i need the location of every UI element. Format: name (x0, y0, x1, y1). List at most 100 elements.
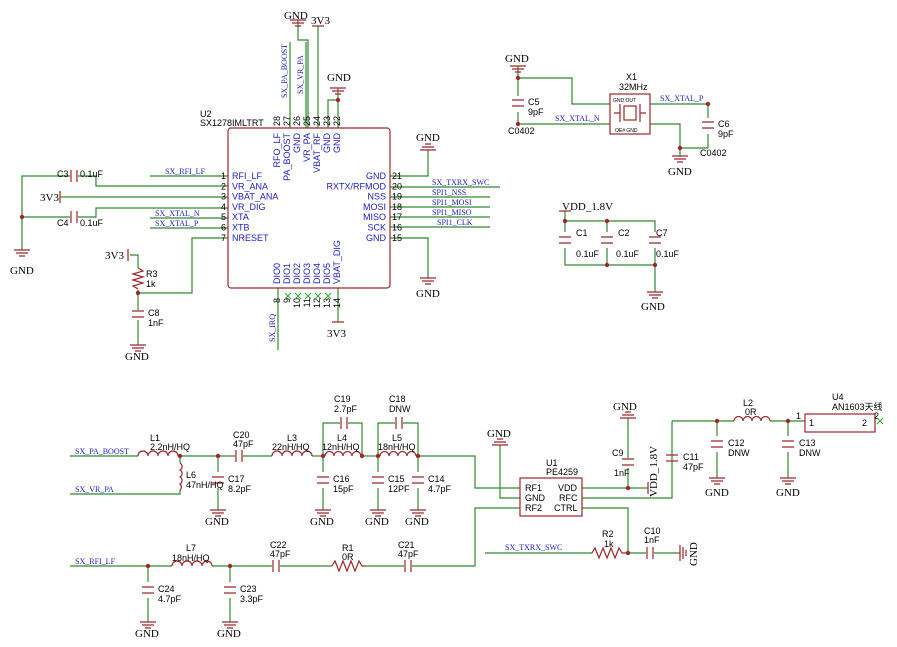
gnd-c17: GND (205, 509, 229, 528)
cap-c3: C3 0.1uF (57, 169, 104, 182)
svg-text:GND: GND (10, 265, 34, 277)
cap-c19: C19 2.7pF (334, 394, 358, 429)
svg-text:GND: GND (365, 516, 389, 528)
svg-text:R1: R1 (342, 543, 354, 553)
u2-top-pins: RFO_LF28PA_BOOST27GND26VR_PA25VBAT_RF24G… (272, 116, 342, 181)
x1-pins-bottom: OE# GND (615, 128, 638, 134)
v3v3-left: 3V3 (40, 191, 61, 204)
u2-pin-number: 17 (392, 212, 402, 222)
u2-pin-name: VBAT_ANA (232, 192, 278, 202)
u2-left-pins: RFI_LF1VR_ANA2VBAT_ANA3VR_DIG4XTA5XTB6NR… (221, 171, 278, 243)
cap-c20: C20 47pF (233, 430, 254, 462)
u2-pin-number: 24 (312, 116, 322, 126)
svg-text:C15: C15 (388, 474, 405, 484)
wire-gnd-left (21, 175, 70, 250)
cap-c4: C4 0.1uF (57, 211, 104, 228)
inductor-l1: L1 2.2nH/HQ (137, 433, 190, 457)
svg-text:8.2pF: 8.2pF (228, 484, 252, 494)
svg-text:L2: L2 (743, 398, 753, 408)
svg-text:GND: GND (310, 516, 334, 528)
x1-pins-top: GND OUT (613, 98, 636, 104)
svg-text:15pF: 15pF (333, 484, 354, 494)
u2-pin-number: 22 (332, 116, 342, 126)
u2-pin-number: 28 (272, 116, 282, 126)
cap-c10: C10 1nF (644, 526, 661, 559)
u2-pin-name: DIO1 (282, 263, 292, 284)
svg-text:0.1uF: 0.1uF (80, 218, 104, 228)
u2-pin-number: 2 (221, 181, 226, 191)
cap-c22: C22 47pF (270, 540, 291, 572)
net-label-pa-boost: SX_PA_BOOST (75, 447, 129, 456)
u2-pin-number: 18 (392, 202, 402, 212)
net-label-vr-pa-top: SX_VR_PA (296, 55, 305, 94)
svg-text:DNW: DNW (799, 448, 821, 458)
gnd-c8: GND (125, 344, 149, 363)
svg-text:C22: C22 (270, 540, 287, 550)
cap-c1: C1 0.1uF (559, 228, 600, 259)
cap-c11: C11 47pF (666, 452, 704, 472)
svg-text:0.1uF: 0.1uF (80, 169, 104, 179)
svg-text:0.1uF: 0.1uF (576, 249, 600, 259)
svg-text:1k: 1k (146, 279, 156, 289)
net-label-vr-pa: SX_VR_PA (75, 485, 114, 494)
svg-text:VDD_1.8V: VDD_1.8V (562, 201, 613, 213)
wires (21, 20, 805, 622)
svg-text:C1: C1 (576, 228, 588, 238)
u1-ref: U1 (546, 458, 558, 468)
svg-text:C5: C5 (528, 97, 540, 107)
svg-text:DNW: DNW (728, 448, 750, 458)
svg-text:GND: GND (135, 628, 159, 640)
wire-nreset (138, 237, 228, 294)
svg-text:C2: C2 (618, 228, 630, 238)
net-label-mosi: SPI1_MOSI (432, 198, 472, 207)
wire-u2-gnd21 (390, 150, 429, 177)
gnd-crystal-bot: GND (668, 155, 692, 178)
u2-pin-name: DIO2 (292, 263, 302, 284)
u2-pin-name: NRESET (232, 233, 269, 243)
u2-pin-number: 14 (332, 298, 342, 308)
svg-text:47pF: 47pF (398, 549, 419, 559)
net-label-xtal-n: SX_XTAL_N (155, 209, 200, 218)
svg-text:0R: 0R (342, 552, 354, 562)
cap-c16: C16 15pF (317, 474, 354, 494)
net-label-irq: SX_IRQ (268, 314, 277, 342)
u4-part: AN1603天线 (832, 401, 883, 412)
wire-vdd-rail (564, 211, 656, 232)
inductor-l3: L3 22nH/HQ (271, 433, 313, 457)
svg-text:C9: C9 (612, 448, 624, 458)
inductor-l4: L4 12nH/HQ (322, 433, 362, 457)
wire-vrana (95, 176, 228, 187)
svg-text:C0402: C0402 (508, 126, 535, 136)
gnd-u2-15: GND (416, 277, 440, 300)
cap-c6: C6 9pF C0402 (700, 119, 734, 158)
cap-c9: C9 1nF (612, 448, 634, 478)
net-label-rfi-lf-bottom: SX_RFI_LF (75, 557, 116, 566)
u1-pin-rf2: RF2 (525, 503, 542, 513)
u1-part: PE4259 (546, 467, 578, 477)
gnd-c14: GND (405, 509, 429, 528)
u2-pin-name: RFO_LF (272, 133, 282, 168)
u2-pin-number: 5 (221, 212, 226, 222)
u2-pin-number: 20 (392, 181, 402, 191)
gnd-u2-21: GND (416, 132, 440, 151)
cap-c7: C7 0.1uF (649, 228, 680, 259)
svg-text:1nF: 1nF (148, 318, 164, 328)
svg-text:C6: C6 (718, 119, 730, 129)
svg-text:0R: 0R (745, 407, 757, 417)
svg-text:C20: C20 (233, 430, 250, 440)
u2-pin-number: 15 (392, 233, 402, 243)
resistor-r3: R3 1k (130, 267, 158, 290)
cap-c14: C14 4.7pF (412, 474, 452, 494)
u2-pin-name: PA_BOOST (282, 133, 292, 181)
no-connect-marks (284, 292, 332, 300)
cap-c18: C18 DNW (389, 394, 411, 429)
power-symbols: GND 3V3 GND GND 3V3 3V3 GND GND (10, 10, 800, 640)
svg-text:GND: GND (327, 72, 351, 84)
cap-c24: C24 4.7pF (142, 584, 182, 604)
svg-text:4.7pF: 4.7pF (428, 484, 452, 494)
svg-text:R3: R3 (146, 269, 158, 279)
svg-text:GND: GND (705, 487, 729, 499)
u2-pin-name: DIO3 (302, 263, 312, 284)
